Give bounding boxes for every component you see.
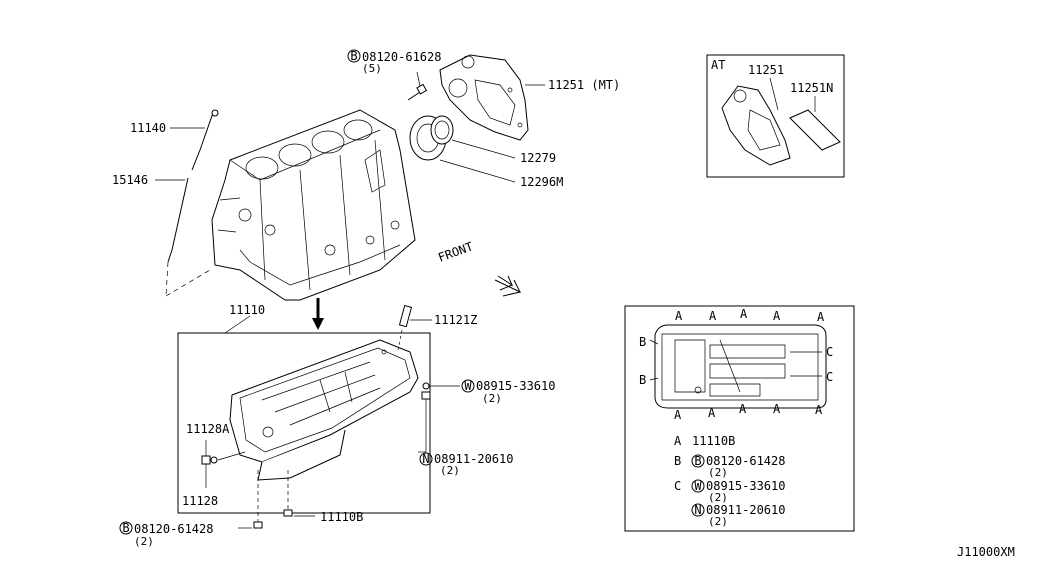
svg-text:B: B: [694, 454, 701, 468]
svg-text:C: C: [826, 370, 833, 384]
svg-text:(2): (2): [482, 392, 502, 405]
at-box-title: AT: [711, 58, 725, 72]
svg-text:(5): (5): [362, 62, 382, 75]
front-label: FRONT: [436, 239, 475, 265]
svg-text:08911-20610: 08911-20610: [434, 452, 513, 466]
pan-bolts-illustration: [238, 470, 315, 529]
label-12279: 12279: [520, 151, 556, 165]
pan-key-letters: A A A A A A A A A A B B C C: [639, 307, 833, 422]
label-11128: 11128: [182, 494, 218, 508]
label-12296m: 12296M: [520, 175, 563, 189]
svg-text:A: A: [740, 307, 748, 321]
svg-text:N: N: [422, 452, 429, 466]
svg-text:08911-20610: 08911-20610: [706, 503, 785, 517]
svg-text:W: W: [464, 379, 472, 393]
svg-text:B: B: [122, 521, 129, 535]
svg-text:A: A: [773, 402, 781, 416]
drain-plug-illustration: [201, 440, 246, 488]
bolt-bottom-label: B 08120-61428 (2): [119, 521, 213, 548]
bolt-top-illustration: [407, 71, 428, 101]
oil-pan-box: [177, 332, 431, 514]
svg-text:W: W: [694, 479, 702, 493]
washer-nut-illustration: [418, 382, 460, 453]
svg-text:08120-61428: 08120-61428: [706, 454, 785, 468]
label-11110: 11110: [229, 303, 265, 317]
down-arrow: [312, 298, 324, 330]
svg-text:C: C: [674, 479, 681, 493]
svg-text:C: C: [826, 345, 833, 359]
svg-text:A: A: [709, 309, 717, 323]
rear-plate-mt-illustration: [439, 54, 545, 141]
svg-text:A: A: [817, 310, 825, 324]
svg-text:(2): (2): [440, 464, 460, 477]
svg-text:08915-33610: 08915-33610: [706, 479, 785, 493]
label-11251-mt: 11251 (MT): [548, 78, 620, 92]
svg-text:B: B: [639, 373, 646, 387]
svg-text:B: B: [674, 454, 681, 468]
svg-text:(2): (2): [708, 515, 728, 528]
pan-top-view: [649, 324, 827, 409]
svg-text:A: A: [773, 309, 781, 323]
label-11251: 11251: [748, 63, 784, 77]
oil-gauge-guide: [155, 177, 211, 297]
svg-text:11110B: 11110B: [692, 434, 735, 448]
label-11140: 11140: [130, 121, 166, 135]
oil-level-gauge: [170, 109, 219, 171]
svg-text:08915-33610: 08915-33610: [476, 379, 555, 393]
bolt-top-label: B 08120-61628 (5): [347, 49, 441, 75]
svg-text:A: A: [739, 402, 747, 416]
washer-label: W 08915-33610 (2): [461, 379, 555, 405]
nut-label: N 08911-20610 (2): [419, 452, 513, 477]
label-11110b: 11110B: [320, 510, 363, 524]
oil-pan-illustration: [229, 339, 419, 481]
svg-text:(2): (2): [134, 535, 154, 548]
svg-text:A: A: [674, 408, 682, 422]
diagram-id: J11000XM: [957, 545, 1015, 559]
oil-seal-illustration: [409, 115, 516, 183]
svg-text:08120-61628: 08120-61628: [362, 50, 441, 64]
pan-key-legend: A 11110B B B 08120-61428 (2) C W 08915-3…: [674, 434, 785, 528]
svg-text:(2): (2): [708, 466, 728, 479]
svg-text:A: A: [815, 403, 823, 417]
label-11128a: 11128A: [186, 422, 230, 436]
at-box: [706, 54, 845, 178]
label-11121z: 11121Z: [434, 313, 477, 327]
svg-text:A: A: [708, 406, 716, 420]
svg-text:A: A: [675, 309, 683, 323]
pan-key-box: [624, 305, 855, 532]
svg-text:N: N: [694, 503, 701, 517]
svg-text:08120-61428: 08120-61428: [134, 522, 213, 536]
label-15146: 15146: [112, 173, 148, 187]
at-plate-illustration: [721, 77, 841, 166]
front-direction-arrow: [494, 275, 522, 297]
oil-sensor-illustration: [397, 304, 432, 351]
label-11251n: 11251N: [790, 81, 833, 95]
svg-text:A: A: [674, 434, 682, 448]
svg-text:(2): (2): [708, 491, 728, 504]
svg-text:B: B: [350, 49, 357, 63]
svg-text:B: B: [639, 335, 646, 349]
cylinder-block-illustration: [211, 109, 416, 301]
